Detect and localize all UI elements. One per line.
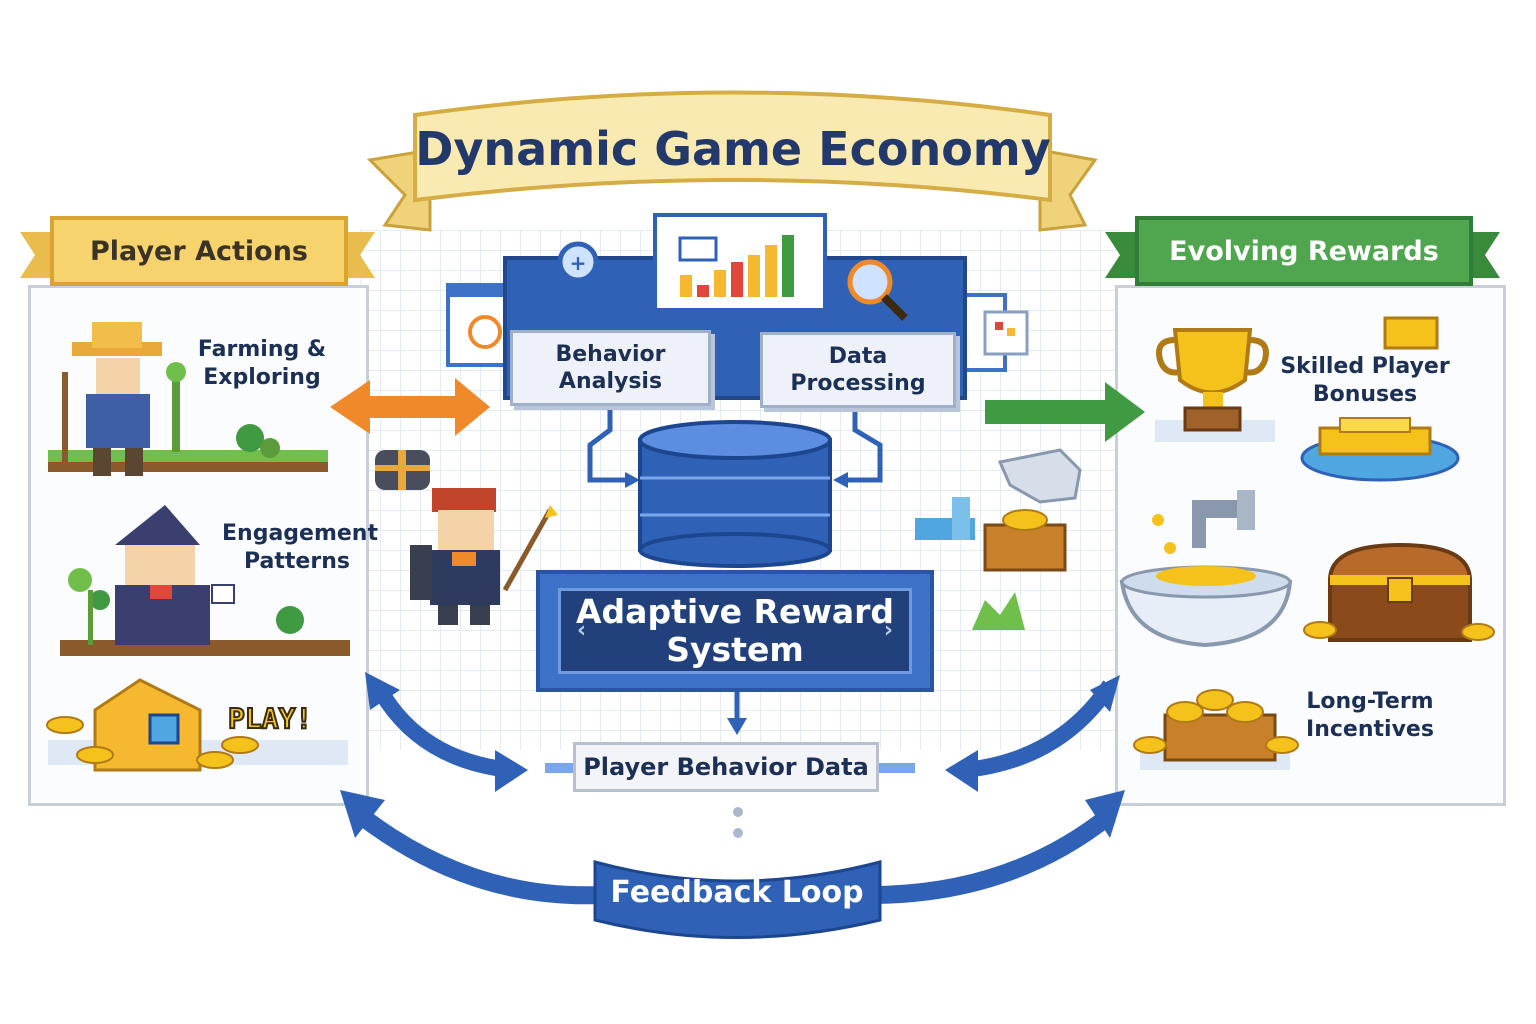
engagement-line2: Patterns [244, 549, 350, 574]
farming-line1: Farming & [197, 337, 327, 362]
chart-bar [765, 245, 777, 297]
longterm-line2: Incentives [1306, 717, 1434, 742]
chart-bar [714, 270, 726, 297]
skilled-bonuses-label: Skilled Player Bonuses [1280, 353, 1450, 409]
coin-bowl-icon [1119, 565, 1293, 648]
adaptive-line2: System [666, 630, 804, 669]
gold-bars-icon [1300, 417, 1460, 482]
database-icon [638, 420, 832, 568]
helmet-icon [375, 450, 430, 490]
player-actions-banner: Player Actions [50, 216, 348, 286]
feedback-arrow-left-upper [365, 672, 528, 792]
svg-text:+: + [570, 251, 587, 275]
long-term-incentives-label: Long-Term Incentives [1295, 688, 1445, 744]
chevron-left-icon: ‹ [577, 618, 587, 643]
player-actions-label: Player Actions [90, 235, 308, 267]
play-label: PLAY! [227, 701, 313, 736]
skilled-line1: Skilled Player [1280, 354, 1450, 379]
bush-icon [972, 592, 1025, 630]
right-banner-tail [1105, 232, 1138, 278]
chart-bar [731, 262, 743, 297]
chart-bar [697, 285, 709, 297]
feedback-arrow-right-upper [945, 675, 1120, 792]
farming-line2: Exploring [203, 365, 321, 390]
orange-double-arrow [330, 378, 490, 436]
search-icon [847, 259, 908, 321]
longterm-line1: Long-Term [1306, 689, 1434, 714]
left-banner-tail [20, 232, 50, 278]
coin-pile-icon [1133, 689, 1299, 770]
behavior-line2: Analysis [558, 369, 663, 394]
chevron-right-icon: › [883, 618, 893, 643]
title-banner: Dynamic Game Economy [366, 90, 1098, 232]
feedback-loop-arrow: Feedback Loop [340, 790, 1125, 939]
treasure-house-icon [46, 678, 348, 772]
behavior-analysis-box: Behavior Analysis [510, 330, 711, 406]
processing-line2: Processing [790, 371, 926, 396]
adaptive-reward-system-box: Adaptive Reward System ‹ › [536, 570, 934, 692]
skilled-line2: Bonuses [1312, 382, 1418, 407]
left-banner-tail-right [345, 232, 375, 278]
chart-bar [782, 235, 794, 297]
processing-line1: Data [828, 344, 888, 369]
boot-icon [997, 448, 1082, 504]
magnifier-icon: + [557, 241, 615, 303]
connector-processing-db [848, 400, 883, 483]
wizard-icon [60, 505, 350, 656]
chart-bar [680, 275, 692, 297]
engagement-line1: Engagement [222, 521, 378, 546]
farmer-icon [48, 322, 328, 476]
feedback-loop-label: Feedback Loop [610, 875, 863, 910]
farming-exploring-label: Farming & Exploring [192, 336, 332, 392]
player-behavior-data-box: Player Behavior Data [573, 742, 879, 792]
green-arrow [985, 382, 1145, 442]
engagement-patterns-label: Engagement Patterns [222, 520, 378, 576]
behavior-line1: Behavior [555, 342, 666, 367]
player-behavior-data-label: Player Behavior Data [583, 753, 869, 781]
evolving-rewards-label: Evolving Rewards [1169, 235, 1439, 267]
adventurer-icon [410, 488, 558, 625]
gold-crate-icon [915, 497, 1067, 572]
adaptive-line1: Adaptive Reward [576, 592, 894, 631]
data-processing-box: Data Processing [760, 332, 956, 408]
faucet-icon [1152, 490, 1255, 554]
connector-behavior-db [587, 400, 625, 483]
treasure-chest-icon [1303, 542, 1495, 642]
diagram-title: Dynamic Game Economy [415, 122, 1050, 176]
down-arrow-icon [727, 718, 747, 735]
adaptive-reward-system-panel: Adaptive Reward System ‹ › [558, 588, 912, 674]
trophy-icon [1155, 316, 1439, 442]
evolving-rewards-banner: Evolving Rewards [1135, 216, 1473, 286]
chart-bar [748, 255, 760, 297]
